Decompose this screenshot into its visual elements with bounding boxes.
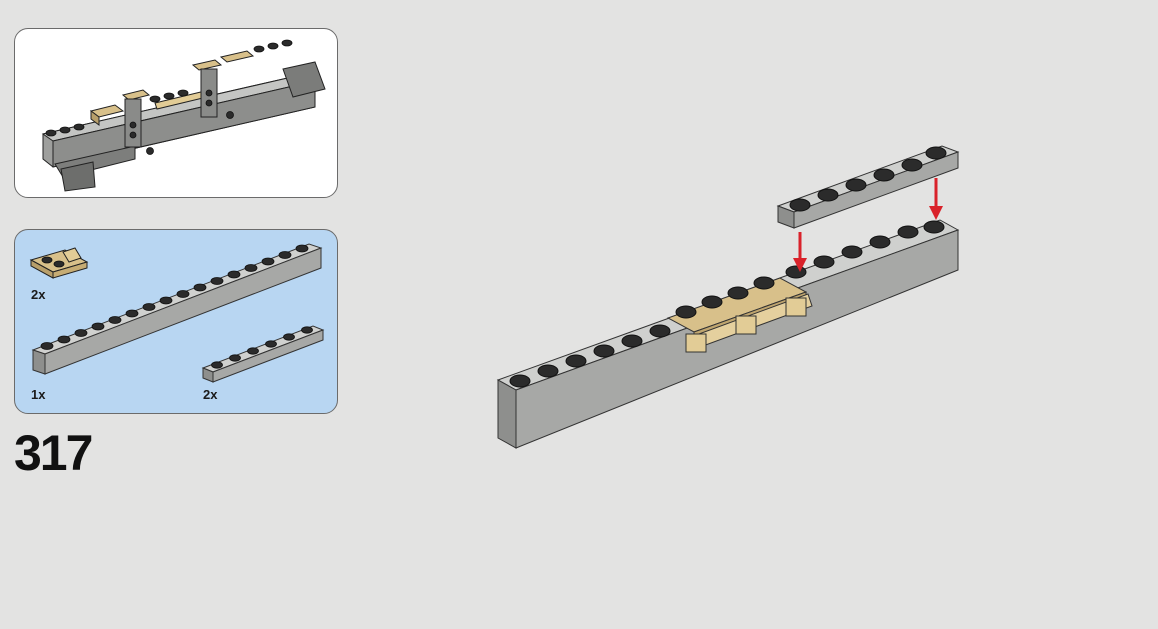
arrow-down-icon: [929, 206, 943, 220]
gray-plate-1x6-part: [201, 325, 325, 383]
step-number: 317: [14, 425, 93, 481]
part-quantity-tan-plate: 2x: [31, 287, 46, 302]
placement-arrows: [793, 178, 943, 272]
short-plate-studs: [789, 146, 947, 212]
tan-clip-plates: [666, 277, 813, 353]
subassembly-preview-illustration: [41, 39, 326, 192]
gray-plate-1x16-part: [31, 243, 323, 375]
part-quantity-long-plate: 1x: [31, 387, 46, 402]
main-build-illustration: [496, 145, 960, 449]
arrow-down-icon: [793, 258, 807, 272]
tan-plate-with-clip-part: [29, 247, 89, 279]
subassembly-preview-panel: [14, 28, 338, 198]
part-quantity-short-plate: 2x: [203, 387, 218, 402]
long-brick-studs: [509, 220, 945, 388]
parts-list-panel: 2x 1x: [14, 229, 338, 414]
